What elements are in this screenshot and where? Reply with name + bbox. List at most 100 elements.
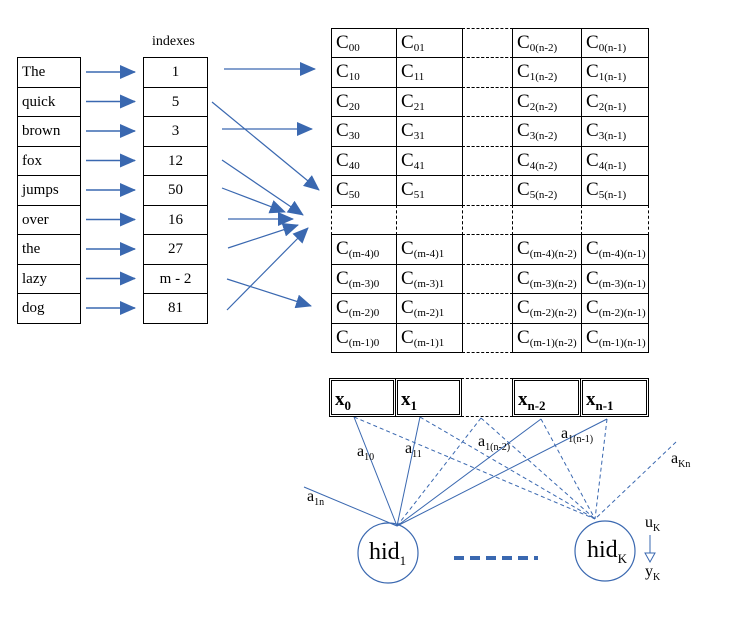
matrix-cell-index: 00 bbox=[348, 42, 360, 54]
matrix-cell-index: (m-3)0 bbox=[348, 278, 380, 290]
index-to-row-arrow bbox=[211, 101, 320, 191]
matrix-cell: C(m-2)(n-2) bbox=[512, 293, 582, 324]
matrix-cell-symbol: C bbox=[401, 91, 414, 112]
matrix-cell bbox=[462, 146, 513, 176]
matrix-cell: C(m-2)0 bbox=[331, 293, 397, 324]
matrix-cell-index: 51 bbox=[413, 189, 425, 201]
weight-symbol: a bbox=[307, 488, 315, 505]
weight-line-a1n bbox=[303, 486, 398, 527]
matrix-cell: C(m-1)1 bbox=[396, 323, 463, 353]
matrix-cell: C00 bbox=[331, 28, 397, 58]
yK-label: yK bbox=[645, 563, 660, 583]
word-cell: the bbox=[17, 234, 81, 265]
matrix-cell: C(m-2)1 bbox=[396, 293, 463, 324]
index-to-row-arrow bbox=[226, 278, 312, 309]
weight-label-a11: a11 bbox=[405, 440, 422, 460]
input-cell-symbol: x bbox=[401, 389, 411, 410]
weight-subscript: 1n bbox=[314, 497, 325, 509]
index-cell: 1 bbox=[143, 57, 208, 88]
matrix-cell: C31 bbox=[396, 116, 463, 147]
matrix-cell: C(m-3)1 bbox=[396, 264, 463, 294]
uK-sub: K bbox=[653, 523, 661, 535]
matrix-cell-symbol: C bbox=[336, 150, 349, 171]
yK-text: y bbox=[645, 563, 653, 580]
matrix-cell bbox=[462, 175, 513, 206]
matrix-cell: C(m-2)(n-1) bbox=[581, 293, 649, 324]
weight-label-a10: a10 bbox=[357, 443, 374, 463]
word-cell: lazy bbox=[17, 263, 81, 294]
weight-subscript: 1(n-2) bbox=[485, 442, 511, 454]
matrix-cell-index: 1(n-2) bbox=[529, 71, 558, 83]
input-cell-index: 1 bbox=[410, 397, 418, 413]
matrix-cell-symbol: C bbox=[401, 32, 414, 53]
input-cell-index: n-1 bbox=[595, 397, 614, 413]
matrix-cell-symbol: C bbox=[401, 61, 414, 82]
matrix-cell-symbol: C bbox=[401, 297, 414, 318]
matrix-cell-index: (m-1)(n-2) bbox=[529, 337, 577, 349]
input-cell-index: n-2 bbox=[527, 397, 546, 413]
word-cell: quick bbox=[17, 86, 81, 117]
uK-text: u bbox=[645, 514, 653, 531]
matrix-cell-symbol: C bbox=[586, 179, 599, 200]
weight-line-hid1 bbox=[396, 417, 482, 527]
matrix-cell-index: 40 bbox=[348, 160, 360, 172]
matrix-cell-symbol: C bbox=[401, 150, 414, 171]
index-cell: 16 bbox=[143, 204, 208, 235]
matrix-cell-index: 4(n-1) bbox=[598, 160, 627, 172]
matrix-cell: C4(n-2) bbox=[512, 146, 582, 176]
index-cell: 81 bbox=[143, 293, 208, 324]
matrix-cell-index: (m-1)(n-1) bbox=[598, 337, 646, 349]
input-cell-symbol: x bbox=[335, 389, 345, 410]
weight-line-hid1 bbox=[396, 416, 421, 527]
matrix-cell-symbol: C bbox=[586, 120, 599, 141]
word-cell: fox bbox=[17, 145, 81, 176]
input-cell-index: 0 bbox=[344, 397, 352, 413]
matrix-cell-index: 1(n-1) bbox=[598, 71, 627, 83]
matrix-cell: C(m-3)(n-2) bbox=[512, 264, 582, 294]
matrix-cell bbox=[462, 205, 513, 235]
matrix-cell bbox=[462, 264, 513, 294]
matrix-cell-symbol: C bbox=[586, 150, 599, 171]
matrix-cell-index: 20 bbox=[348, 101, 360, 113]
matrix-cell: C10 bbox=[331, 57, 397, 88]
matrix-cell bbox=[462, 116, 513, 147]
word-cell: The bbox=[17, 57, 81, 88]
matrix-cell: C01 bbox=[396, 28, 463, 58]
matrix-cell: C0(n-2) bbox=[512, 28, 582, 58]
matrix-cell: C(m-4)(n-2) bbox=[512, 234, 582, 265]
matrix-cell-symbol: C bbox=[336, 297, 349, 318]
matrix-cell: C3(n-1) bbox=[581, 116, 649, 147]
matrix-cell-symbol: C bbox=[336, 120, 349, 141]
word-cell: over bbox=[17, 204, 81, 235]
matrix-cell: C(m-3)0 bbox=[331, 264, 397, 294]
input-cell: xn-1 bbox=[580, 378, 649, 417]
matrix-cell-symbol: C bbox=[586, 297, 599, 318]
input-cell: x0 bbox=[329, 378, 396, 417]
weight-subscript: Kn bbox=[678, 459, 691, 471]
index-to-row-arrow bbox=[226, 227, 309, 311]
matrix-cell-index: 3(n-2) bbox=[529, 130, 558, 142]
matrix-cell: C30 bbox=[331, 116, 397, 147]
index-cell: 5 bbox=[143, 86, 208, 117]
matrix-cell bbox=[462, 28, 513, 58]
index-cell: 50 bbox=[143, 175, 208, 206]
weight-line-hidK bbox=[594, 418, 608, 520]
matrix-cell-index: (m-4)(n-1) bbox=[598, 248, 646, 260]
matrix-cell: C2(n-2) bbox=[512, 87, 582, 117]
matrix-cell-index: 4(n-2) bbox=[529, 160, 558, 172]
matrix-cell: C(m-3)(n-1) bbox=[581, 264, 649, 294]
matrix-cell-index: 10 bbox=[348, 71, 360, 83]
matrix-cell bbox=[512, 205, 582, 235]
weight-line-hidK bbox=[419, 416, 596, 520]
input-cell-symbol: x bbox=[518, 389, 528, 410]
weight-label-aKn: aKn bbox=[671, 450, 690, 470]
matrix-cell: C21 bbox=[396, 87, 463, 117]
hidK-label: hidK bbox=[587, 537, 627, 567]
matrix-cell-symbol: C bbox=[336, 327, 349, 348]
matrix-cell: C1(n-2) bbox=[512, 57, 582, 88]
matrix-cell-symbol: C bbox=[401, 179, 414, 200]
input-cell: xn-2 bbox=[512, 378, 581, 417]
matrix-cell bbox=[462, 57, 513, 88]
matrix-cell bbox=[396, 205, 463, 235]
matrix-cell: C(m-1)(n-1) bbox=[581, 323, 649, 353]
